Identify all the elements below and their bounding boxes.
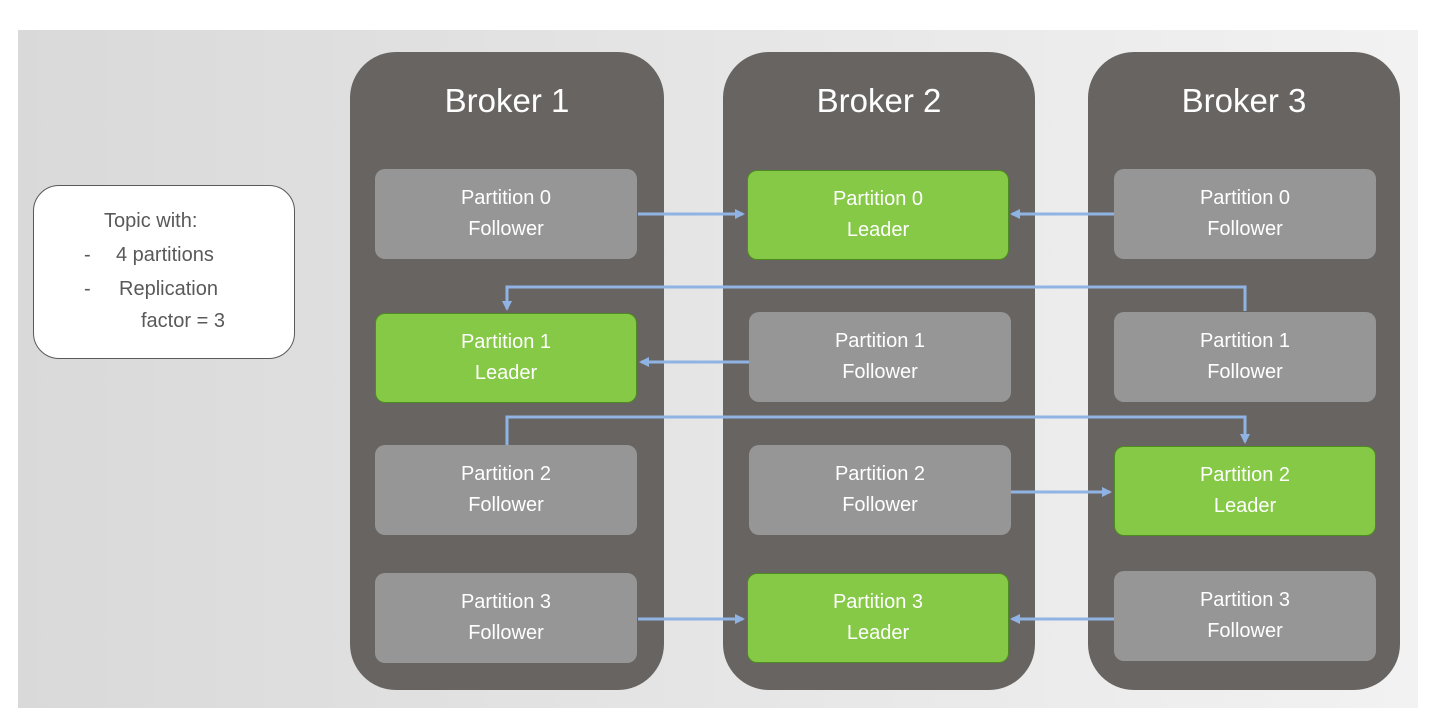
partition-name: Partition 1 bbox=[1199, 330, 1291, 352]
topic-item-replication-factor: factor = 3 bbox=[141, 310, 225, 332]
topic-info-box: Topic with: - 4 partitions - Replication… bbox=[33, 185, 295, 359]
partition-box-b2-p1: Partition 1 Follower bbox=[749, 312, 1011, 402]
partition-box-b1-p0: Partition 0 Follower bbox=[375, 169, 637, 259]
partition-role: Follower bbox=[468, 622, 544, 644]
broker-title: Broker 2 bbox=[816, 82, 942, 119]
partition-name: Partition 2 bbox=[460, 463, 552, 485]
partition-name: Partition 3 bbox=[460, 591, 552, 613]
partition-box-b3-p2: Partition 2 Leader bbox=[1114, 446, 1376, 536]
partition-name: Partition 1 bbox=[460, 331, 552, 353]
partition-role: Leader bbox=[474, 362, 538, 384]
broker-title: Broker 1 bbox=[444, 82, 570, 119]
bullet-dash: - bbox=[84, 278, 91, 300]
partition-role: Follower bbox=[1207, 620, 1283, 642]
partition-box-b3-p3: Partition 3 Follower bbox=[1114, 571, 1376, 661]
partition-name: Partition 2 bbox=[1199, 464, 1291, 486]
partition-role: Follower bbox=[842, 494, 918, 516]
partition-role: Follower bbox=[1207, 218, 1283, 240]
partition-role: Follower bbox=[468, 494, 544, 516]
bullet-dash: - bbox=[84, 244, 91, 266]
partition-box-b1-p1: Partition 1 Leader bbox=[375, 313, 637, 403]
partition-box-b2-p0: Partition 0 Leader bbox=[747, 170, 1009, 260]
partition-name: Partition 3 bbox=[1199, 589, 1291, 611]
partition-box-b2-p2: Partition 2 Follower bbox=[749, 445, 1011, 535]
partition-name: Partition 0 bbox=[832, 188, 924, 210]
partition-name: Partition 1 bbox=[834, 330, 926, 352]
topic-item-partitions: 4 partitions bbox=[116, 244, 214, 266]
partition-role: Follower bbox=[842, 361, 918, 383]
partition-role: Follower bbox=[1207, 361, 1283, 383]
partition-role: Leader bbox=[1213, 495, 1277, 517]
partition-name: Partition 3 bbox=[832, 591, 924, 613]
partition-box-b2-p3: Partition 3 Leader bbox=[747, 573, 1009, 663]
partition-box-b1-p3: Partition 3 Follower bbox=[375, 573, 637, 663]
partition-role: Leader bbox=[846, 622, 910, 644]
topic-item-replication: Replication bbox=[119, 278, 218, 300]
partition-box-b3-p0: Partition 0 Follower bbox=[1114, 169, 1376, 259]
topic-heading: Topic with: bbox=[104, 210, 198, 232]
partition-box-b1-p2: Partition 2 Follower bbox=[375, 445, 637, 535]
broker-title: Broker 3 bbox=[1181, 82, 1307, 119]
partition-role: Leader bbox=[846, 219, 910, 241]
partition-name: Partition 0 bbox=[1199, 187, 1291, 209]
partition-name: Partition 0 bbox=[460, 187, 552, 209]
partition-name: Partition 2 bbox=[834, 463, 926, 485]
partition-role: Follower bbox=[468, 218, 544, 240]
partition-box-b3-p1: Partition 1 Follower bbox=[1114, 312, 1376, 402]
